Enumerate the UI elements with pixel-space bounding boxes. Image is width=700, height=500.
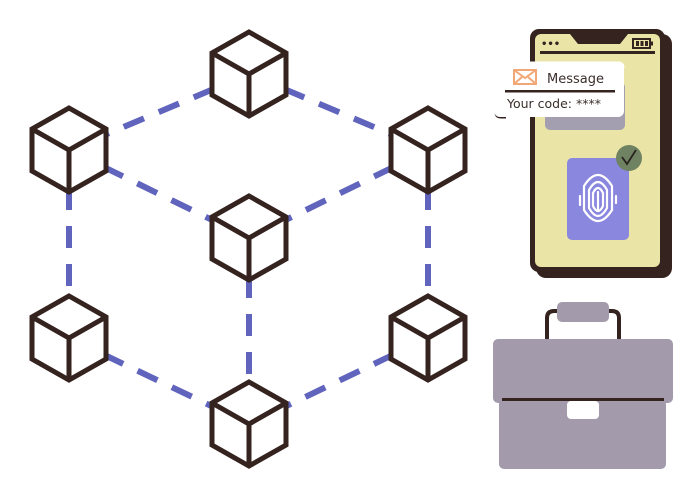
block-cube-upper-right xyxy=(388,105,468,195)
check-icon xyxy=(621,149,637,166)
block-cube-lower-right xyxy=(388,293,468,383)
briefcase-clasp xyxy=(567,401,599,419)
block-cube-top xyxy=(209,29,289,119)
network-nodes xyxy=(29,29,468,469)
briefcase-flap xyxy=(493,339,673,403)
message-notification: Message Your code: **** xyxy=(493,61,625,119)
briefcase-body xyxy=(499,399,666,469)
briefcase-seam xyxy=(502,398,664,401)
briefcase-handle-grip xyxy=(557,302,609,322)
status-dots: ••• xyxy=(541,39,560,50)
fingerprint-icon xyxy=(578,173,618,223)
block-cube-upper-left xyxy=(29,105,109,195)
briefcase-icon xyxy=(493,302,673,469)
notification-title: Message xyxy=(547,72,604,87)
phone-notch xyxy=(570,34,628,44)
block-cube-center xyxy=(209,193,289,283)
battery-icon xyxy=(632,38,653,49)
block-cube-bottom xyxy=(209,379,289,469)
notification-divider xyxy=(505,90,615,93)
notification-code: Your code: **** xyxy=(506,96,601,111)
verified-badge xyxy=(616,145,642,171)
status-divider xyxy=(540,51,655,54)
block-cube-lower-left xyxy=(29,293,109,383)
envelope-icon xyxy=(513,69,537,85)
